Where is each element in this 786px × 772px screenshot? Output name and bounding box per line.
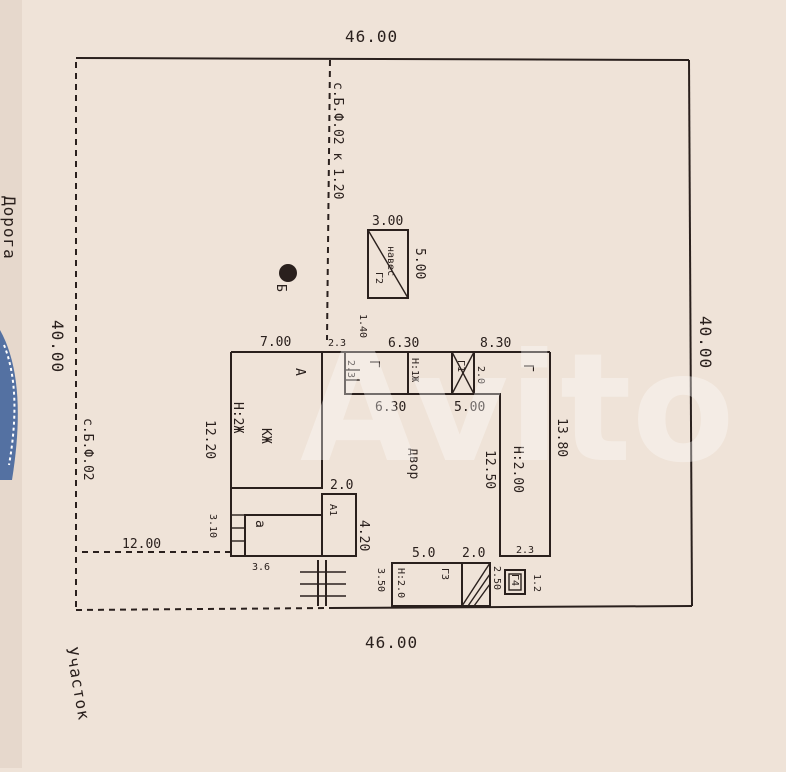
yard-dim-x: 2.3 <box>516 545 534 556</box>
bottom-dim-a: 5.0 <box>412 546 435 561</box>
house-width: 7.00 <box>260 335 291 350</box>
yard-floors-g: Н:1Ж <box>409 358 420 382</box>
yard-dim-top-a: 6.30 <box>388 336 419 351</box>
bottom-label-g4: Г4 <box>509 574 520 586</box>
annex-a1: 2.0 4.20 А1 <box>321 478 371 557</box>
well-marker <box>279 264 297 282</box>
yard-dim-top-b: 8.30 <box>480 336 511 351</box>
plot-right-depth: 40.00 <box>696 316 715 369</box>
yard-dim-small: 2.0 <box>475 366 486 384</box>
porch <box>300 560 346 606</box>
setback-dimension: 12.00 <box>122 537 161 552</box>
house-floors: Н:2Ж <box>230 402 245 433</box>
annex-a1-outline <box>321 493 357 557</box>
annex-a1-width: 2.0 <box>330 478 353 493</box>
shed-length: 5.00 <box>412 248 427 279</box>
yard-floors-right: Н:2.00 <box>510 446 525 493</box>
house-outline <box>230 351 323 489</box>
bottom-floors: Н:2.0 <box>395 568 406 598</box>
house-label-a: А <box>292 368 307 376</box>
yard-word: двор <box>406 448 421 479</box>
yard-label-right: Г <box>520 364 535 372</box>
house-name: КЖ <box>258 428 273 444</box>
house-small-dim-a: 3.10 <box>207 514 218 538</box>
shed-name: навес <box>385 246 396 276</box>
shed: 3.00 5.00 навес Г2 <box>367 214 427 299</box>
yard-dim-offset: 1.40 <box>357 314 368 338</box>
left-street-label: Дорога <box>0 196 19 260</box>
house: 7.00 12.20 А КЖ Н:2Ж а 3.10 3.6 <box>202 335 323 573</box>
bottom-label-g: Г3 <box>439 568 450 580</box>
plot-left-depth: 40.00 <box>48 320 67 373</box>
bottom-dim-depth: 3.50 <box>375 568 386 592</box>
well-label: Б <box>273 284 288 292</box>
bottom-dim-d2: 2.50 <box>491 566 502 590</box>
yard-label-g: Г <box>366 360 381 368</box>
stamp-fragment <box>0 330 18 480</box>
bottom-dim-b: 2.0 <box>462 546 485 561</box>
plot-boundary <box>75 57 693 611</box>
plot-top-width: 46.00 <box>345 27 398 46</box>
house-small-room-label: а <box>252 520 267 528</box>
yard-dim-gap: 2.3 <box>345 360 356 378</box>
yard-dim-right: 13.80 <box>554 418 569 457</box>
red-line-left-label: с.Б.Ф.02 <box>80 418 95 481</box>
annex-a1-depth: 4.20 <box>356 520 371 551</box>
plot-bottom-width: 46.00 <box>365 633 418 652</box>
bottom-dim-tiny: 1.2 <box>531 574 542 592</box>
watermark: Avito <box>300 322 735 496</box>
yard-dim-left-small: 2.3 <box>328 338 346 349</box>
bottom-block: 5.0 2.0 Н:2.0 Г3 3.50 2.50 Г4 1.2 <box>375 546 542 607</box>
annex-a1-label: А1 <box>327 504 338 516</box>
yard-dim-inner-a: 6.30 <box>375 400 406 415</box>
shed-width: 3.00 <box>372 214 403 229</box>
yard-dim-inner-depth: 12.50 <box>482 450 497 489</box>
well: Б <box>273 264 297 292</box>
yard-label-g1: Г1 <box>455 360 466 372</box>
yard-dim-inner-b: 5.00 <box>454 400 485 415</box>
shed-outline <box>367 229 409 299</box>
red-line-center-label: с.Б.Ф.02 к 1.20 <box>330 82 345 199</box>
shed-code: Г2 <box>373 272 384 284</box>
house-depth: 12.20 <box>202 420 217 459</box>
outbuildings: 6.30 8.30 6.30 5.00 13.80 12.50 Н:2.00 Г… <box>322 314 569 557</box>
house-small-dim-b: 3.6 <box>252 562 270 573</box>
